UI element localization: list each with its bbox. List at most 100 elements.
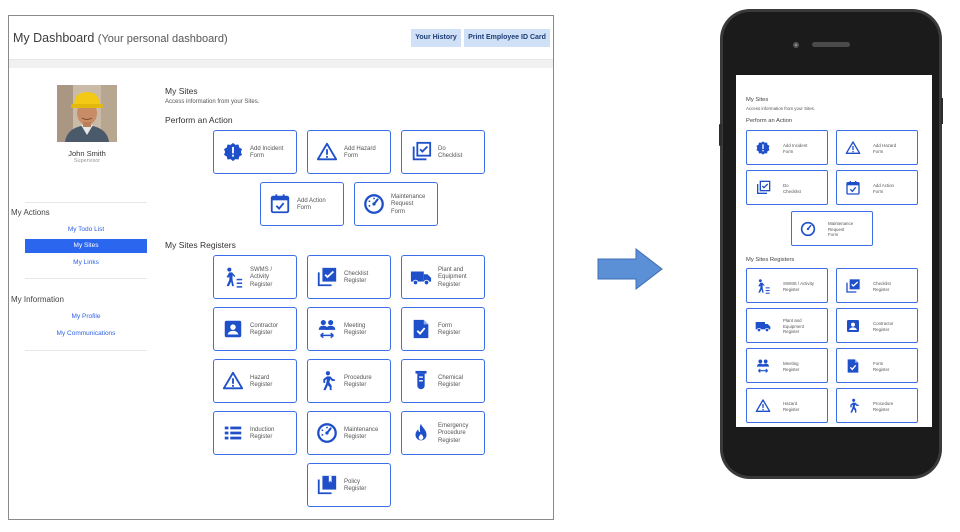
phone-tile-form-register[interactable]: Form Register — [836, 348, 918, 383]
tile-label: Meeting Register — [783, 360, 800, 372]
sidebar-item-my-profile[interactable]: My Profile — [71, 313, 101, 320]
tile-label: Do Checklist — [783, 182, 801, 194]
print-id-card-button[interactable]: Print Employee ID Card — [464, 29, 550, 47]
profile-role: Supervisor — [73, 158, 101, 164]
tile-chemical-register[interactable]: Chemical Register — [401, 359, 485, 403]
test-tube-icon — [415, 370, 427, 390]
phone-registers-heading: My Sites Registers — [746, 257, 795, 263]
fire-icon — [415, 423, 427, 441]
tile-label: Add Incident Form — [783, 142, 808, 154]
contact-card-icon — [224, 320, 242, 338]
your-history-button[interactable]: Your History — [411, 29, 461, 47]
tile-label: Hazard Register — [250, 374, 273, 389]
phone-tile-checklist-register[interactable]: Checklist Register — [836, 268, 918, 303]
form-document-icon — [847, 359, 859, 373]
page-title-text: My Dashboard — [13, 31, 95, 45]
phone-tile-add-action-form[interactable]: Add Action Form — [836, 170, 918, 205]
page-subtitle: (Your personal dashboard) — [97, 33, 228, 45]
tile-meeting-register[interactable]: Meeting Register — [307, 307, 391, 351]
tile-label: Form Register — [873, 360, 890, 372]
tile-label: Maintenance Request Form — [828, 220, 854, 238]
tile-hazard-register[interactable]: Hazard Register — [213, 359, 297, 403]
tile-swms-activity-register[interactable]: SWMS / Activity Register — [213, 255, 297, 299]
truck-icon — [755, 322, 771, 332]
tile-label: Maintenance Request Form — [391, 193, 426, 215]
phone-tile-procedure-register[interactable]: Procedure Register — [836, 388, 918, 423]
tile-plant-equipment-register[interactable]: Plant and Equipment Register — [401, 255, 485, 299]
tile-label: Contractor Register — [250, 322, 279, 337]
phone-tile-hazard-register[interactable]: Hazard Register — [746, 388, 828, 423]
sidebar-divider — [25, 202, 147, 203]
warning-triangle-icon — [755, 399, 771, 412]
tile-label: Meeting Register — [344, 322, 367, 337]
phone-tile-plant-equipment-register[interactable]: Plant and Equipment Register — [746, 308, 828, 343]
tile-label: Add Action Form — [873, 182, 894, 194]
tile-emergency-procedure-register[interactable]: Emergency Procedure Register — [401, 411, 485, 455]
registers-heading: My Sites Registers — [165, 240, 236, 250]
tile-label: Form Register — [438, 322, 461, 337]
warning-triangle-icon — [316, 142, 338, 161]
sidebar-divider — [25, 278, 147, 279]
gauge-icon — [800, 221, 816, 237]
dashboard-header: My Dashboard (Your personal dashboard) Y… — [9, 16, 553, 60]
profile-name: John Smith — [68, 149, 106, 158]
tile-label: Do Checklist — [438, 145, 463, 160]
my-sites-description: Access information from your Sites. — [165, 99, 260, 105]
phone-tile-add-hazard-form[interactable]: Add Hazard Form — [836, 130, 918, 165]
phone-tile-meeting-register[interactable]: Meeting Register — [746, 348, 828, 383]
phone-perform-action-heading: Perform an Action — [746, 118, 793, 124]
sidebar-item-my-sites[interactable]: My Sites — [25, 239, 147, 253]
phone-screen: My Sites Access information from your Si… — [736, 75, 932, 427]
tile-label: Add Hazard Form — [873, 142, 897, 154]
worker-list-icon — [758, 279, 770, 294]
phone-tile-contractor-register[interactable]: Contractor Register — [836, 308, 918, 343]
my-information-heading: My Information — [11, 295, 64, 304]
tile-add-action-form[interactable]: Add Action Form — [260, 182, 344, 226]
tile-label: Policy Register — [344, 478, 367, 493]
my-sites-heading: My Sites — [165, 86, 198, 96]
phone-tile-do-checklist[interactable]: Do Checklist — [746, 170, 828, 205]
sidebar-item-my-communications[interactable]: My Communications — [56, 330, 116, 337]
people-arrows-icon — [318, 320, 336, 339]
gauge-icon — [364, 194, 384, 214]
tile-label: Contractor Register — [873, 320, 894, 332]
tile-label: Induction Register — [250, 426, 275, 441]
tile-induction-register[interactable]: Induction Register — [213, 411, 297, 455]
calendar-check-icon — [270, 194, 290, 214]
tile-checklist-register[interactable]: Checklist Register — [307, 255, 391, 299]
sidebar-item-my-links[interactable]: My Links — [73, 259, 99, 266]
desktop-dashboard: My Dashboard (Your personal dashboard) Y… — [8, 15, 554, 520]
tile-contractor-register[interactable]: Contractor Register — [213, 307, 297, 351]
tile-label: Add Hazard Form — [344, 145, 376, 160]
tile-label: Plant and Equipment Register — [438, 266, 467, 288]
truck-icon — [410, 271, 432, 286]
phone-tile-add-incident-form[interactable]: Add Incident Form — [746, 130, 828, 165]
tile-policy-register[interactable]: Policy Register — [307, 463, 391, 507]
sidebar-item-my-todo-list[interactable]: My Todo List — [67, 226, 105, 233]
tile-do-checklist[interactable]: Do Checklist — [401, 130, 485, 174]
tile-label: Emergency Procedure Register — [438, 422, 469, 444]
checklist-icon — [757, 180, 771, 194]
avatar — [57, 85, 117, 142]
tile-label: SWMS / Activity Register — [250, 266, 273, 288]
warning-triangle-icon — [845, 141, 861, 154]
tile-maintenance-register[interactable]: Maintenance Register — [307, 411, 391, 455]
contact-card-icon — [847, 320, 859, 332]
tile-add-hazard-form[interactable]: Add Hazard Form — [307, 130, 391, 174]
alert-badge-icon — [756, 141, 770, 155]
tile-procedure-register[interactable]: Procedure Register — [307, 359, 391, 403]
phone-tile-swms-activity-register[interactable]: SWMS / Activity Register — [746, 268, 828, 303]
tile-form-register[interactable]: Form Register — [401, 307, 485, 351]
tile-label: Add Action Form — [297, 197, 326, 212]
tile-label: Hazard Register — [783, 400, 800, 412]
perform-action-heading: Perform an Action — [165, 115, 233, 125]
worker-list-icon — [226, 267, 243, 288]
tile-maintenance-request-form[interactable]: Maintenance Request Form — [354, 182, 438, 226]
phone-tile-maintenance-request-form[interactable]: Maintenance Request Form — [791, 211, 873, 246]
tile-add-incident-form[interactable]: Add Incident Form — [213, 130, 297, 174]
tile-label: Maintenance Register — [344, 426, 379, 441]
walking-person-icon — [323, 371, 335, 391]
list-icon — [224, 426, 242, 440]
check-square-icon — [317, 267, 337, 287]
